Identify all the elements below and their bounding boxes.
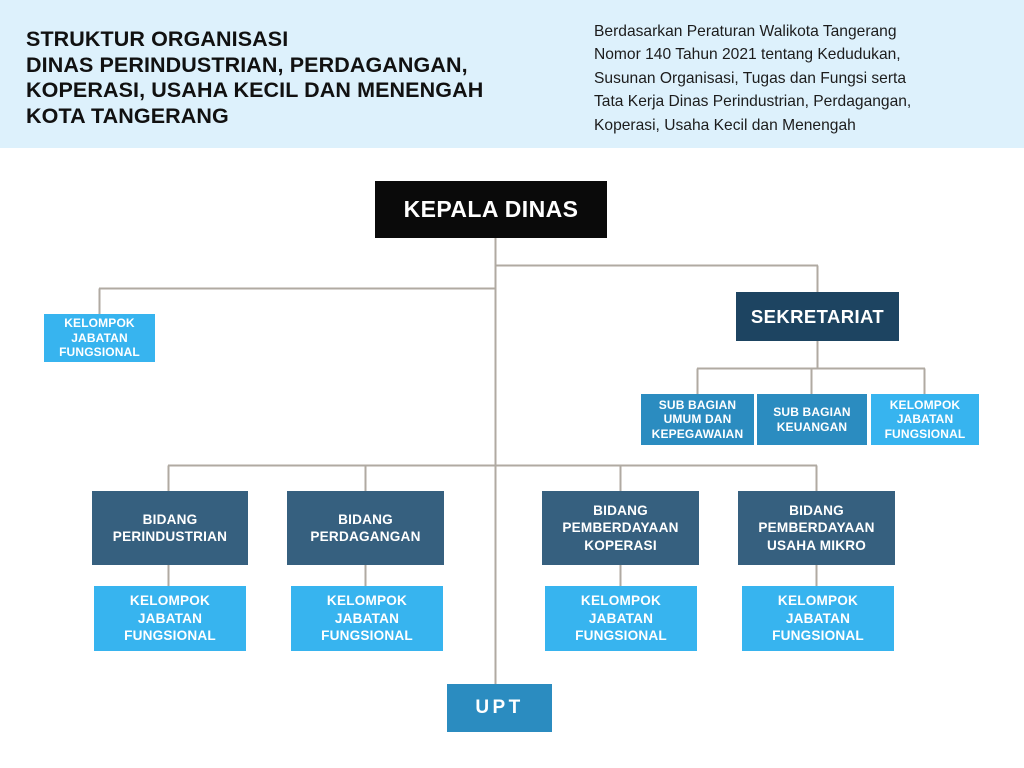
header-band: STRUKTUR ORGANISASI DINAS PERINDUSTRIAN,…: [0, 0, 1024, 148]
node-kelompok-jabatan-fungsional-perdagangan[interactable]: KELOMPOK JABATAN FUNGSIONAL: [291, 586, 443, 651]
node-kelompok-jabatan-fungsional-koperasi[interactable]: KELOMPOK JABATAN FUNGSIONAL: [545, 586, 697, 651]
node-bidang-perindustrian[interactable]: BIDANG PERINDUSTRIAN: [92, 491, 248, 565]
node-sekretariat[interactable]: SEKRETARIAT: [736, 292, 899, 341]
header-regulation-note: Berdasarkan Peraturan Walikota Tangerang…: [594, 23, 912, 134]
node-sub-bagian-umum-dan-kepegawaian[interactable]: SUB BAGIAN UMUM DAN KEPEGAWAIAN: [641, 394, 754, 445]
page-title: STRUKTUR ORGANISASI DINAS PERINDUSTRIAN,…: [26, 27, 484, 128]
node-bidang-perdagangan[interactable]: BIDANG PERDAGANGAN: [287, 491, 444, 565]
node-sub-bagian-keuangan[interactable]: SUB BAGIAN KEUANGAN: [757, 394, 867, 445]
node-kelompok-jabatan-fungsional-usaha-mikro[interactable]: KELOMPOK JABATAN FUNGSIONAL: [742, 586, 894, 651]
node-bidang-pemberdayaan-koperasi[interactable]: BIDANG PEMBERDAYAAN KOPERASI: [542, 491, 699, 565]
node-kelompok-jabatan-fungsional-sekretariat[interactable]: KELOMPOK JABATAN FUNGSIONAL: [871, 394, 979, 445]
node-bidang-pemberdayaan-usaha-mikro[interactable]: BIDANG PEMBERDAYAAN USAHA MIKRO: [738, 491, 895, 565]
node-kelompok-jabatan-fungsional-dinas[interactable]: KELOMPOK JABATAN FUNGSIONAL: [44, 314, 155, 362]
node-upt[interactable]: UPT: [447, 684, 552, 732]
node-kelompok-jabatan-fungsional-perindustrian[interactable]: KELOMPOK JABATAN FUNGSIONAL: [94, 586, 246, 651]
node-kepala-dinas[interactable]: KEPALA DINAS: [375, 181, 607, 238]
